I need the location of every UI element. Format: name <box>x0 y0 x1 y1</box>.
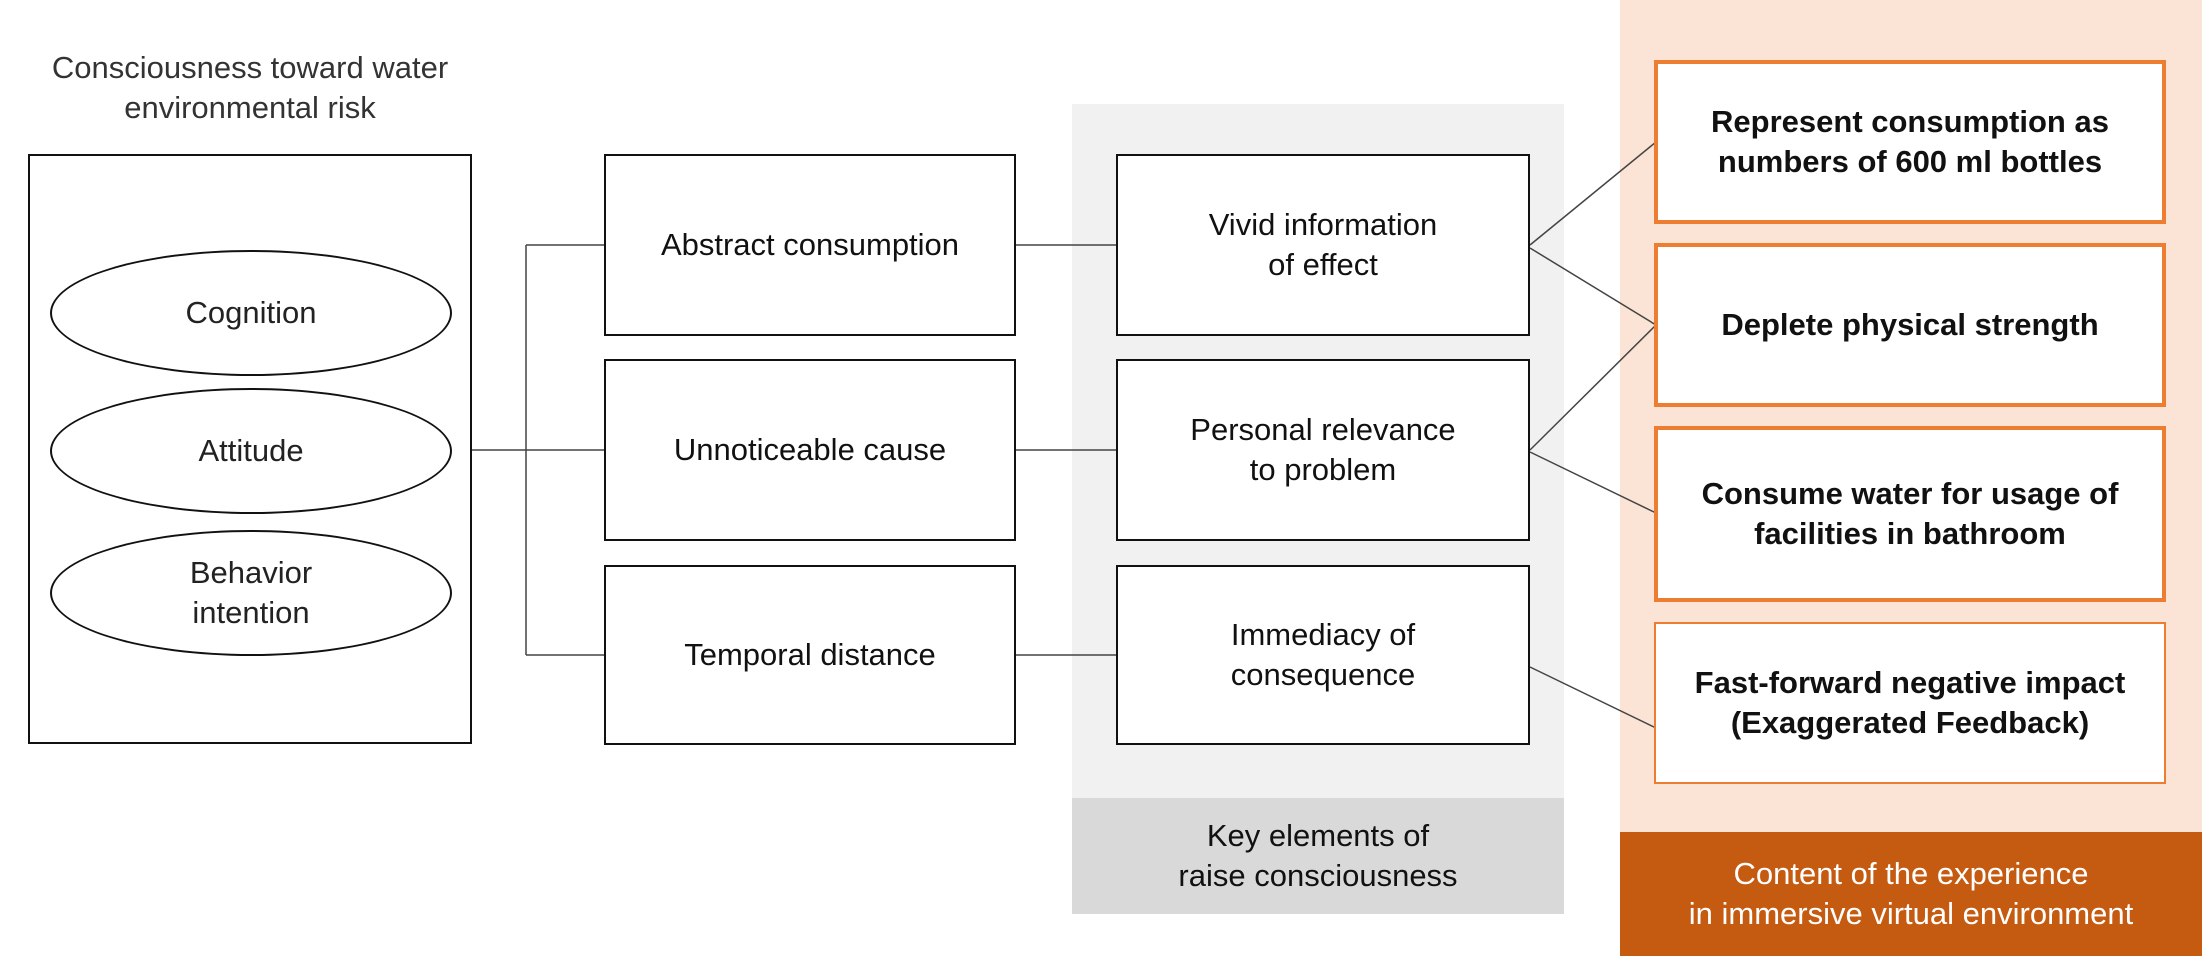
content-item-600ml-bottles: Represent consumption as numbers of 600 … <box>1654 60 2166 224</box>
key-elements-label: Key elements of raise consciousness <box>1072 798 1564 914</box>
attitude-ellipse: Attitude <box>50 388 452 514</box>
content-label: Content of the experience in immersive v… <box>1620 832 2202 956</box>
connector-line <box>1529 141 1657 246</box>
key-element-personal-relevance: Personal relevance to problem <box>1116 359 1530 541</box>
cognition-ellipse: Cognition <box>50 250 452 376</box>
content-item-fast-forward-impact: Fast-forward negative impact (Exaggerate… <box>1654 622 2166 784</box>
consciousness-box: Cognition Attitude Behavior intention <box>28 154 472 744</box>
content-item-bathroom-facilities: Consume water for usage of facilities in… <box>1654 426 2166 602</box>
behavior-intention-ellipse: Behavior intention <box>50 530 452 656</box>
connector-line <box>1529 247 1657 326</box>
content-item-deplete-strength: Deplete physical strength <box>1654 243 2166 407</box>
consciousness-title: Consciousness toward water environmental… <box>51 50 449 125</box>
barrier-temporal-distance: Temporal distance <box>604 565 1016 745</box>
key-element-vivid-information: Vivid information of effect <box>1116 154 1530 336</box>
connector-line <box>1529 324 1657 451</box>
barrier-abstract-consumption: Abstract consumption <box>604 154 1016 336</box>
connector-line <box>1529 666 1657 729</box>
barrier-unnoticeable-cause: Unnoticeable cause <box>604 359 1016 541</box>
key-element-immediacy: Immediacy of consequence <box>1116 565 1530 745</box>
connector-line <box>1529 451 1657 514</box>
